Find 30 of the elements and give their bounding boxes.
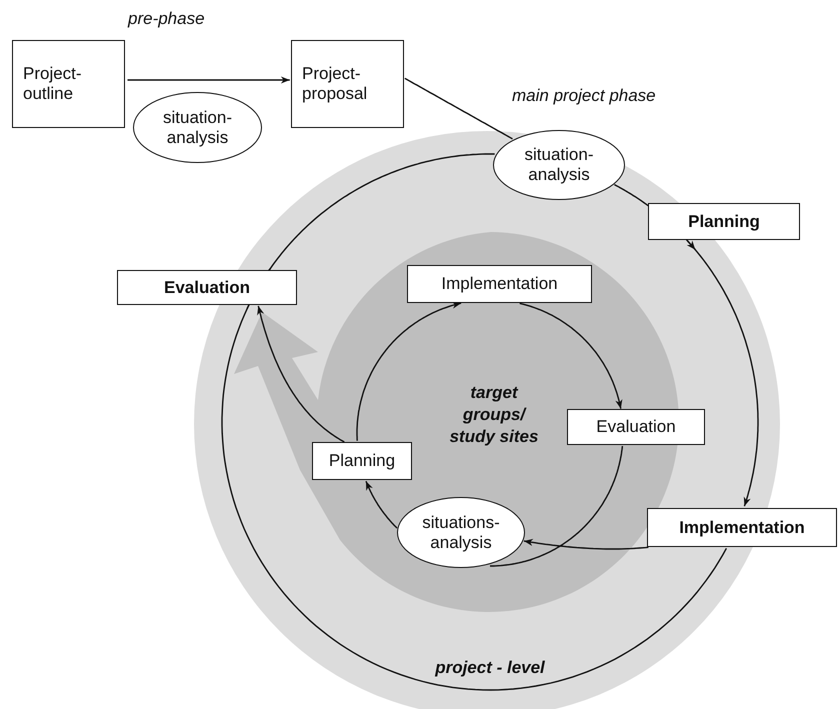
step-box xyxy=(647,508,837,547)
node-label: Project-proposal xyxy=(302,64,368,104)
annotation-text: project - level xyxy=(434,657,546,679)
arrow xyxy=(356,302,462,441)
step-box xyxy=(12,40,125,128)
step-box xyxy=(117,270,297,305)
node-label: Planning xyxy=(688,212,760,232)
annotation-text: target groups/ study sites xyxy=(448,382,540,448)
arrow xyxy=(686,240,759,506)
node-label: Implementation xyxy=(679,518,805,538)
step-box xyxy=(567,409,705,445)
node-label: Planning xyxy=(328,451,396,471)
annotation-text: pre-phase xyxy=(128,9,206,29)
annotation-text: main project phase xyxy=(512,86,657,106)
node-label: Project-outline xyxy=(23,64,83,104)
arrow xyxy=(257,306,345,443)
node-label: Implementation xyxy=(441,274,558,294)
arrow xyxy=(128,76,290,84)
node-label: situation-analysis xyxy=(162,108,233,148)
node-label: situation-analysis xyxy=(524,145,594,185)
node-label: Evaluation xyxy=(596,417,676,437)
step-box xyxy=(648,203,800,240)
step-box xyxy=(312,442,412,480)
node-label: Evaluation xyxy=(164,278,250,298)
step-box xyxy=(291,40,404,128)
arrow xyxy=(520,302,622,409)
arrow xyxy=(524,538,648,550)
step-box xyxy=(407,265,592,303)
node-label: situations-analysis xyxy=(421,512,501,552)
arrow xyxy=(365,480,398,529)
